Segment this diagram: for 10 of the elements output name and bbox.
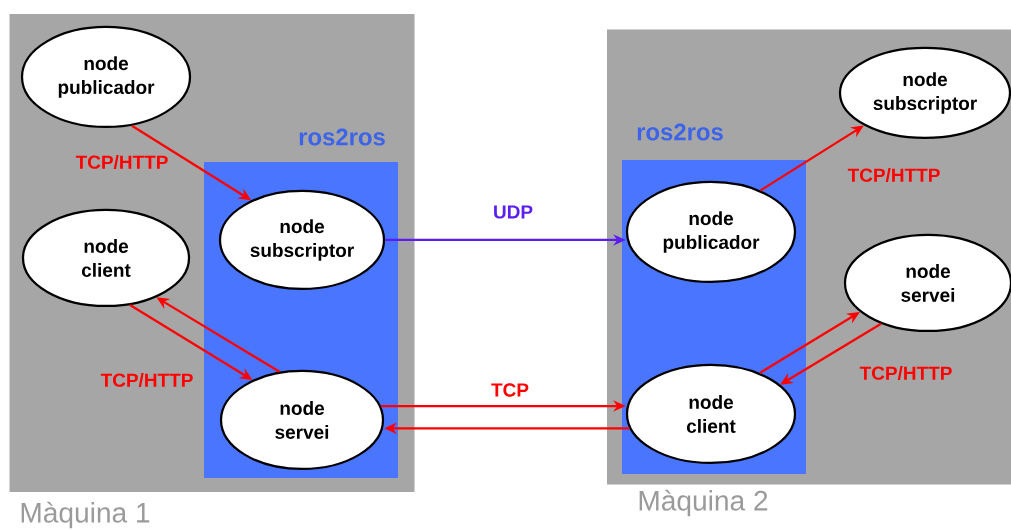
edge-label: TCP/HTTP bbox=[847, 167, 940, 183]
edge-label: UDP bbox=[494, 205, 533, 219]
panel-title: Màquina 1 bbox=[21, 501, 150, 529]
panel-title: ros2ros bbox=[299, 128, 385, 146]
edge-label: TCP/HTTP bbox=[75, 154, 168, 170]
edge-label: TCP/HTTP bbox=[100, 372, 193, 388]
edge-label: TCP/HTTP bbox=[859, 365, 952, 381]
panel-title: Màquina 2 bbox=[639, 489, 768, 517]
panel-title: ros2ros bbox=[637, 123, 723, 141]
edge-label: TCP bbox=[491, 383, 529, 397]
